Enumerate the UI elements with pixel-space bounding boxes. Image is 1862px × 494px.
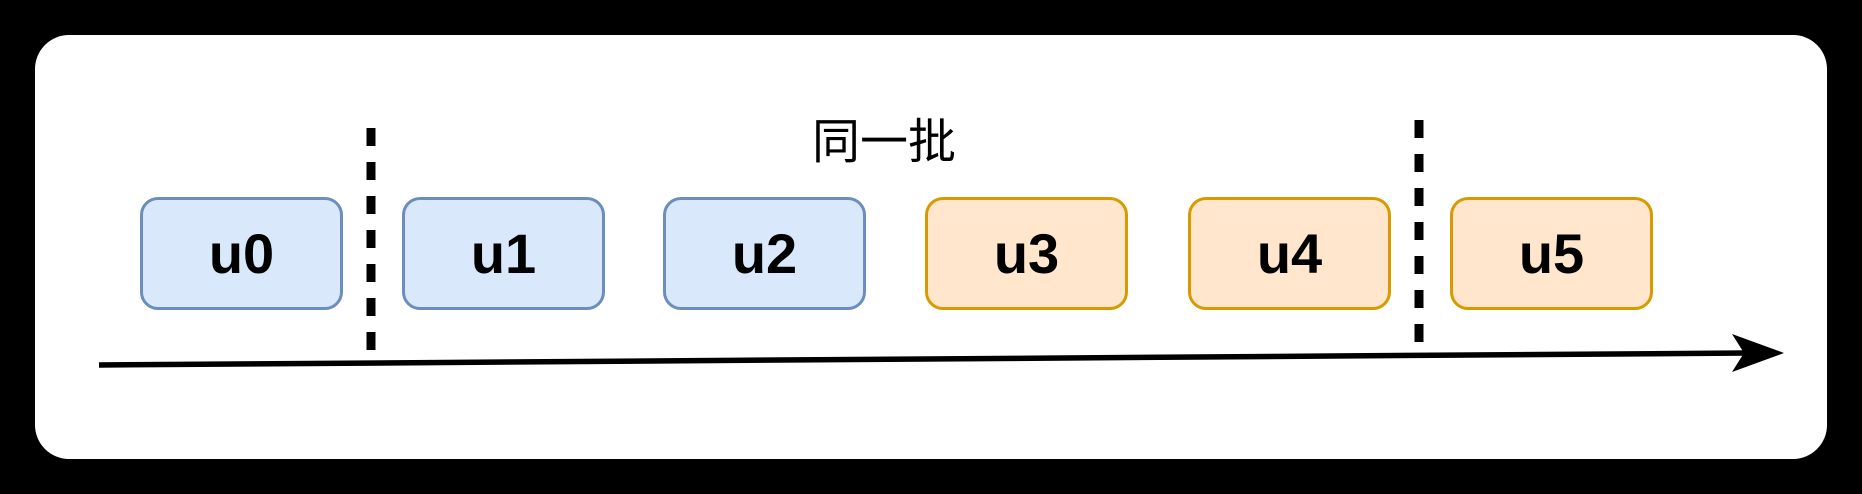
diagram-card: 同一批 u0 u1 u2 u3 u4 u5 — [35, 35, 1827, 459]
unit-box-u2: u2 — [663, 197, 866, 310]
unit-box-u5: u5 — [1450, 197, 1653, 310]
unit-box-u4: u4 — [1188, 197, 1391, 310]
unit-label: u4 — [1256, 221, 1323, 285]
unit-label: u2 — [731, 221, 798, 285]
timeline-axis-layer — [98, 120, 1784, 372]
unit-label: u0 — [208, 221, 275, 285]
unit-label: u5 — [1518, 221, 1585, 285]
unit-label: u1 — [470, 221, 537, 285]
batch-label: 同一批 — [811, 116, 956, 169]
unit-box-u3: u3 — [925, 197, 1128, 310]
unit-label: u3 — [993, 221, 1060, 285]
unit-box-u0: u0 — [140, 197, 343, 310]
timeline-arrowhead-icon — [1732, 334, 1784, 372]
unit-box-u1: u1 — [402, 197, 605, 310]
timeline-axis-line — [98, 350, 1748, 368]
